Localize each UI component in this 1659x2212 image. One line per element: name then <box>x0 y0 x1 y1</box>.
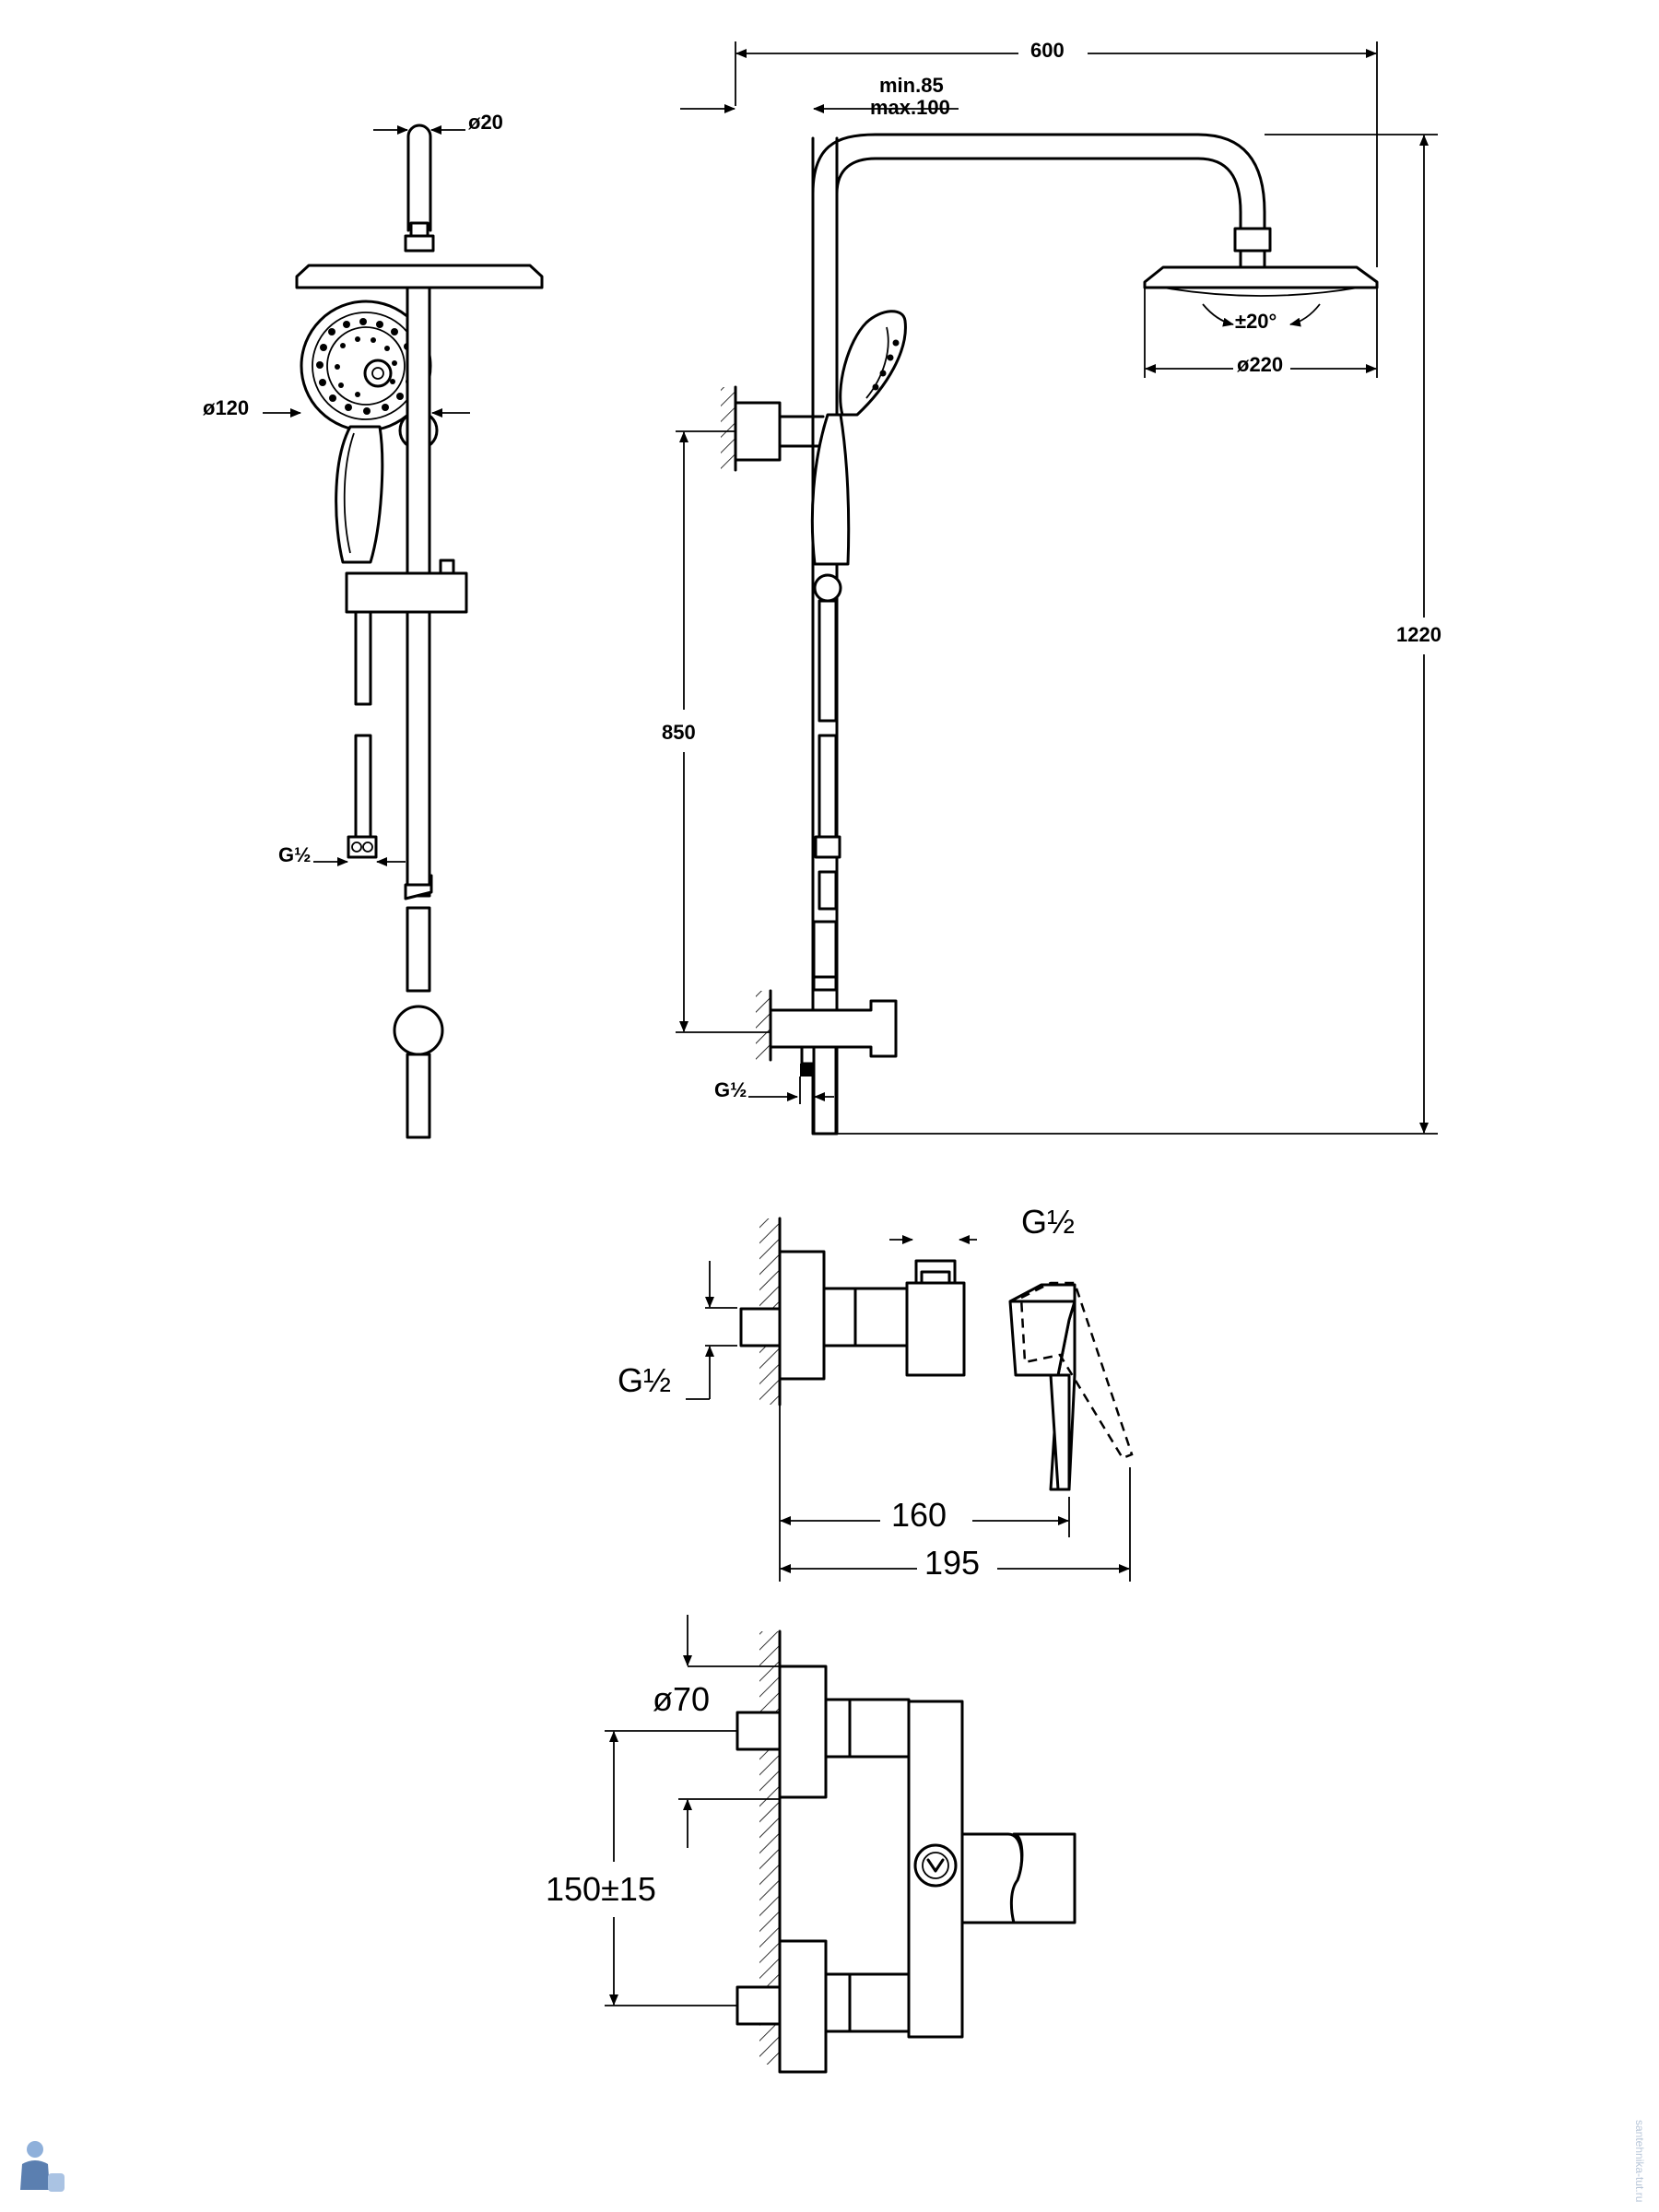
max100-label: max.100 <box>870 96 950 119</box>
g12-inlet-label: G½ <box>618 1361 671 1399</box>
watermark: santehnika-tut.ru <box>1633 2120 1646 2203</box>
h850-label: 850 <box>662 721 696 744</box>
dim-d20: ø20 <box>373 111 503 135</box>
w600-label: 600 <box>1030 39 1065 62</box>
dim-g12-top: G½ <box>889 1203 1075 1244</box>
plumber-logo-icon <box>7 2136 72 2201</box>
dim-min-max: min.85 max.100 <box>680 74 959 119</box>
g12-hose-label: G½ <box>278 843 311 866</box>
g12-top-label: G½ <box>1021 1203 1075 1241</box>
l160-label: 160 <box>891 1496 947 1534</box>
d220-label: ø220 <box>1237 353 1283 376</box>
column-front-view <box>721 133 1379 1135</box>
dim-850: 850 <box>662 430 771 1033</box>
dim-g12-hose: G½ <box>278 843 406 866</box>
dim-160: 160 <box>779 1405 1070 1582</box>
dim-600: 600 <box>735 39 1378 267</box>
dim-tilt: ±20° <box>1202 303 1321 333</box>
min85-label: min.85 <box>879 74 944 97</box>
d120-label: ø120 <box>203 396 249 419</box>
h1220-label: 1220 <box>1396 623 1441 646</box>
dim-d120: ø120 <box>203 396 470 419</box>
d70-label: ø70 <box>653 1680 710 1718</box>
column-side-view <box>295 124 544 1139</box>
mixer-side-view <box>739 1217 1134 1491</box>
mixer-front-view <box>735 1630 1077 2074</box>
tilt-label: ±20° <box>1235 310 1277 333</box>
c150-label: 150±15 <box>546 1870 656 1908</box>
l195-label: 195 <box>924 1544 980 1582</box>
dim-195: 195 <box>780 1467 1131 1582</box>
dim-g12-outlet: G½ <box>714 1077 834 1104</box>
dim-d70: ø70 <box>653 1615 780 1848</box>
dim-d220: ø220 <box>1144 288 1378 378</box>
dim-g12-inlet: G½ <box>618 1261 737 1400</box>
dim-150: 150±15 <box>546 1730 737 2006</box>
d20-label: ø20 <box>468 111 503 134</box>
dim-1220: 1220 <box>837 134 1441 1135</box>
g12-outlet-label: G½ <box>714 1078 747 1101</box>
